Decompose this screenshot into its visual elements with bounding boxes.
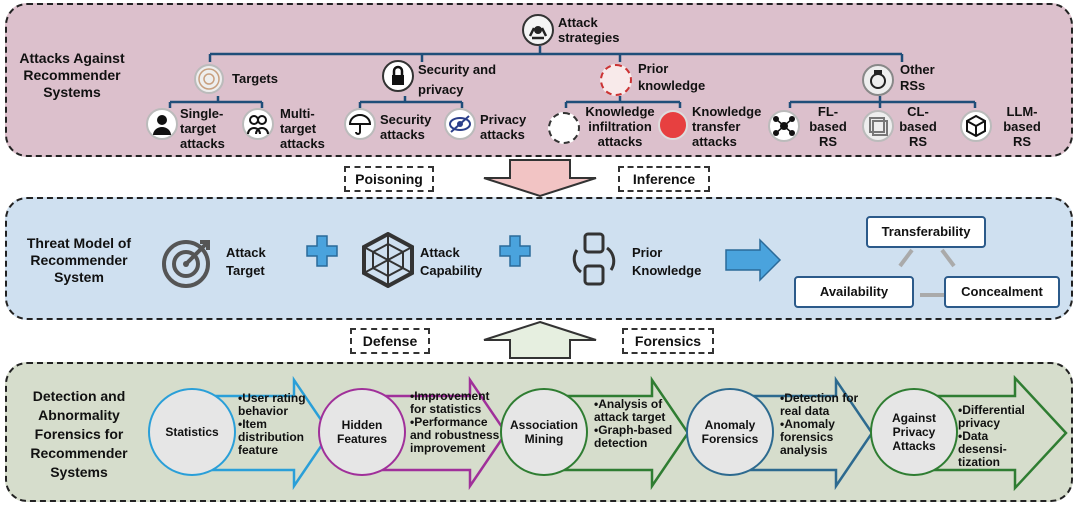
lock-icon bbox=[382, 60, 414, 92]
stage-privacy-bullets: •Differential privacy •Data desensi-tiza… bbox=[958, 403, 1025, 469]
attack-target-label: Attack Target bbox=[226, 245, 266, 278]
bullet: Detection for real data bbox=[780, 391, 859, 418]
multi-target-label: Multi-target attacks bbox=[280, 106, 325, 151]
bullet: Analysis of attack target bbox=[594, 397, 666, 424]
bullet: User rating behavior bbox=[238, 391, 306, 418]
single-user-icon bbox=[146, 108, 178, 140]
exchange-squares-icon bbox=[572, 232, 616, 286]
stage-privacy: Against Privacy Attacks bbox=[870, 388, 958, 476]
infiltration-icon bbox=[548, 112, 580, 144]
stage-anomaly-bullets: •Detection for real data •Anomaly forens… bbox=[780, 391, 859, 457]
infiltration-label: Knowledge infiltration attacks bbox=[585, 104, 655, 149]
targets-label: Targets bbox=[232, 71, 278, 86]
stage-anomaly-forensics: Anomaly Forensics bbox=[686, 388, 774, 476]
forensics-label: Forensics bbox=[622, 328, 714, 354]
prior-knowledge-tm-label: Prior Knowledge bbox=[632, 245, 702, 278]
stage-privacy-label: Against Privacy Attacks bbox=[891, 411, 936, 453]
bullet: Data desensi-tization bbox=[958, 429, 1007, 469]
stage-anomaly-label: Anomaly Forensics bbox=[701, 418, 759, 446]
transfer-label: Knowledge transfer attacks bbox=[692, 104, 762, 149]
bullet: Differential privacy bbox=[958, 403, 1025, 430]
umbrella-icon bbox=[344, 108, 376, 140]
transferability-box: Transferability bbox=[866, 216, 986, 248]
up-arrow bbox=[483, 320, 597, 359]
transfer-icon bbox=[658, 110, 688, 140]
poisoning-label: Poisoning bbox=[344, 166, 434, 192]
llm-based-label: LLM-based RS bbox=[1003, 104, 1041, 149]
defense-label: Defense bbox=[350, 328, 430, 354]
security-privacy-label: Security and privacy bbox=[418, 62, 497, 97]
stage-statistics: Statistics bbox=[148, 388, 236, 476]
bullet: Graph-based detection bbox=[594, 423, 673, 450]
bullet: Item distribution feature bbox=[238, 417, 304, 457]
bullet: Anomaly forensics analysis bbox=[780, 417, 835, 457]
bullet: Performance and robustness improvement bbox=[410, 415, 500, 455]
attack-capability-label: Attack Capability bbox=[420, 245, 483, 278]
stage-association-label: Association Mining bbox=[509, 418, 578, 446]
attacks-panel-title: Attacks Against Recommender Systems bbox=[19, 50, 125, 100]
security-attacks-label: Security attacks bbox=[380, 112, 432, 142]
stage-association-bullets: •Analysis of attack target •Graph-based … bbox=[594, 397, 673, 450]
stage-hidden-features-label: Hidden Features bbox=[336, 418, 388, 446]
bullet: Improvement for statistics bbox=[410, 389, 490, 416]
stage-hidden-features: Hidden Features bbox=[318, 388, 406, 476]
target-dart-icon bbox=[162, 240, 210, 288]
multi-user-icon bbox=[242, 108, 274, 140]
inference-label: Inference bbox=[618, 166, 710, 192]
detection-panel-title: Detection and Abnormality Forensics for … bbox=[30, 388, 128, 480]
web-hexagon-icon bbox=[362, 232, 414, 288]
down-arrow bbox=[483, 159, 597, 198]
other-rss-label: Other RSs bbox=[900, 62, 935, 93]
network-nodes-icon bbox=[768, 110, 800, 142]
availability-box: Availability bbox=[794, 276, 914, 308]
stage-statistics-bullets: •User rating behavior •Item distribution… bbox=[238, 391, 306, 457]
stage-statistics-label: Statistics bbox=[165, 425, 219, 439]
cl-based-label: CL-based RS bbox=[899, 104, 937, 149]
layers-icon bbox=[862, 110, 894, 142]
concealment-box: Concealment bbox=[944, 276, 1060, 308]
other-rs-icon bbox=[862, 64, 894, 96]
cube-icon bbox=[960, 110, 992, 142]
target-rings-icon bbox=[194, 64, 224, 94]
recycle-attack-icon bbox=[522, 14, 554, 46]
single-target-label: Single-target attacks bbox=[180, 106, 225, 151]
fl-based-label: FL-based RS bbox=[809, 104, 847, 149]
prior-knowledge-label: Prior knowledge bbox=[638, 61, 706, 93]
privacy-attacks-label: Privacy attacks bbox=[480, 112, 527, 142]
attack-strategies-label: Attack strategies bbox=[558, 15, 620, 45]
prior-knowledge-icon bbox=[600, 64, 632, 96]
threat-model-title: Threat Model of Recommender System bbox=[26, 235, 132, 285]
eye-slash-icon bbox=[444, 108, 476, 140]
stage-hidden-bullets: •Improvement for statistics •Performance… bbox=[410, 389, 500, 455]
stage-association-mining: Association Mining bbox=[500, 388, 588, 476]
